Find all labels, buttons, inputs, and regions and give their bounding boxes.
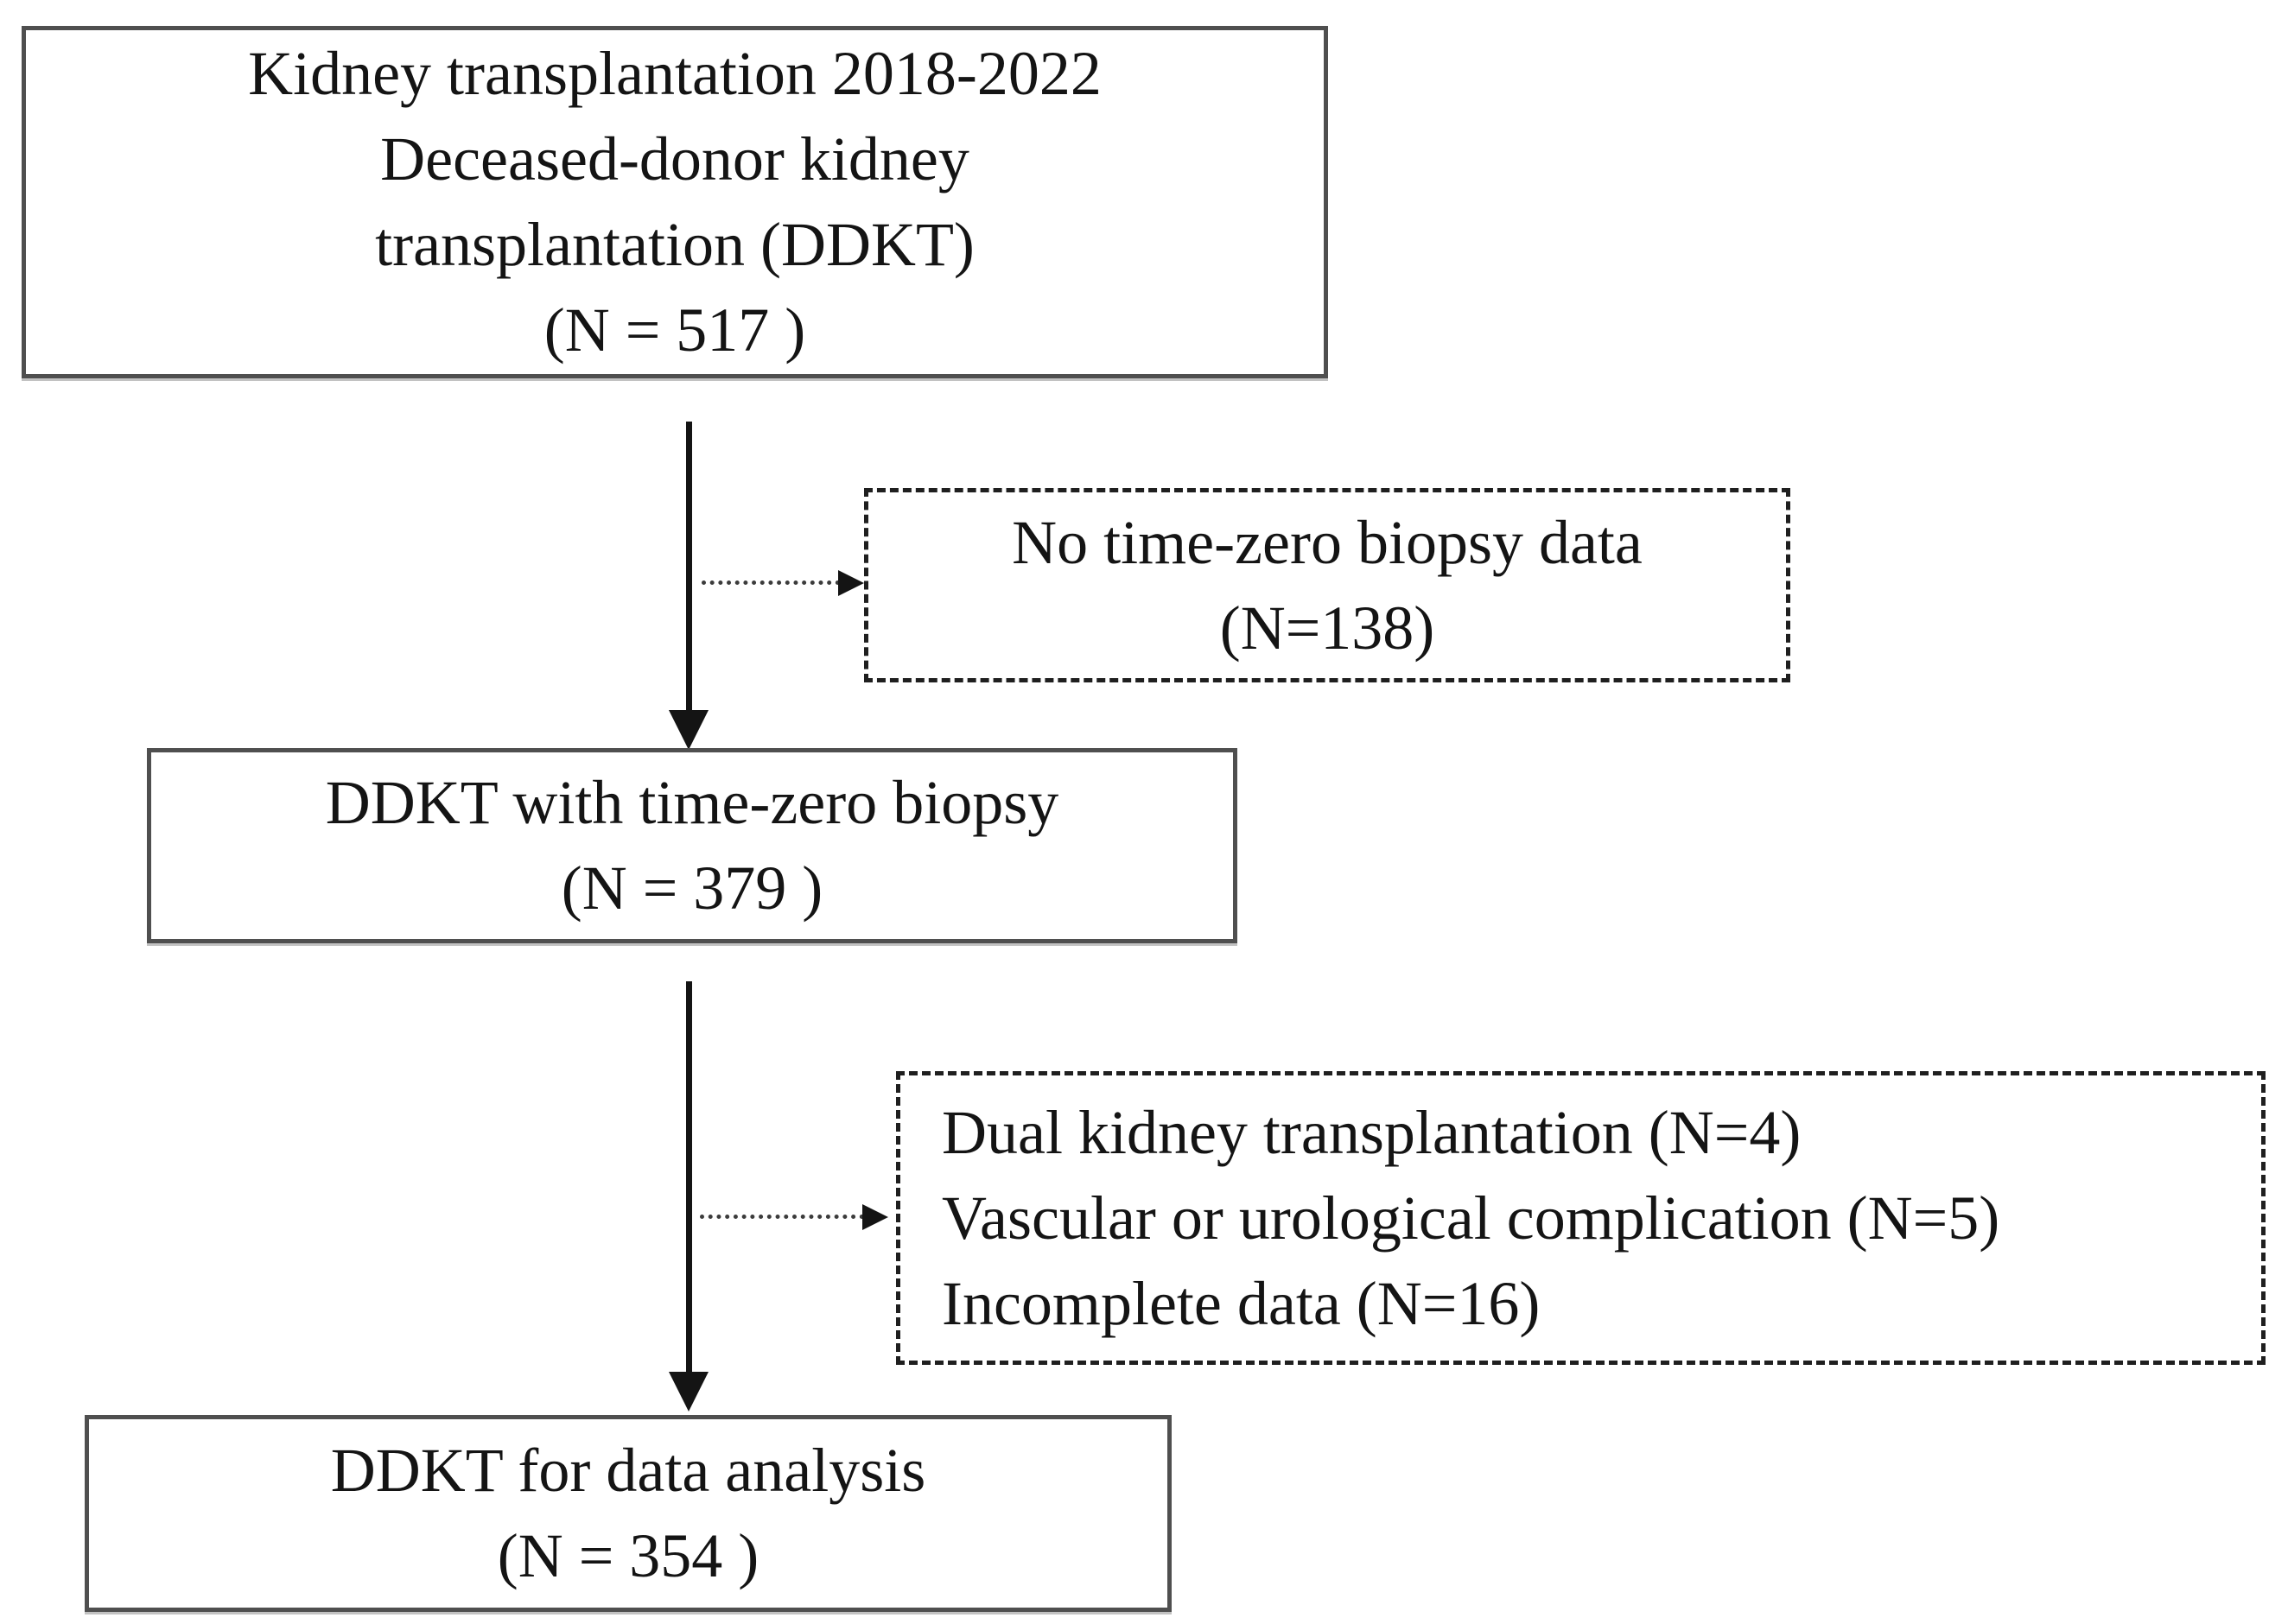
- source-count: (N = 517 ): [543, 295, 806, 365]
- source-population-box: Kidney transplantation 2018-2022 Decease…: [22, 26, 1328, 378]
- cohort-line-1: DDKT with time-zero biopsy: [325, 768, 1059, 837]
- exclusion-arrow-2-shaft: [700, 1215, 864, 1219]
- exclusion1-line-1: No time-zero biopsy data: [1012, 507, 1643, 577]
- source-line-2: Deceased-donor kidney: [380, 124, 969, 193]
- exclusion2-line-1: Dual kidney transplantation (N=4): [942, 1097, 1802, 1167]
- exclusion-arrow-2-head: [862, 1204, 888, 1230]
- exclusion2-line-3: Incomplete data (N=16): [942, 1268, 1541, 1338]
- exclusion2-line-2: Vascular or urological complication (N=5…: [942, 1183, 2000, 1253]
- final-line-1: DDKT for data analysis: [330, 1436, 926, 1505]
- source-line-1: Kidney transplantation 2018-2022: [248, 39, 1102, 108]
- cohort-box: DDKT with time-zero biopsy (N = 379 ): [147, 748, 1237, 943]
- final-analysis-box: DDKT for data analysis (N = 354 ): [85, 1415, 1172, 1612]
- down-arrow-2-head: [669, 1372, 709, 1411]
- down-arrow-2-shaft: [686, 981, 692, 1372]
- down-arrow-1-head: [669, 710, 709, 750]
- source-line-3: transplantation (DDKT): [375, 210, 975, 279]
- exclusion1-count: (N=138): [1219, 593, 1435, 663]
- final-count: (N = 354 ): [497, 1521, 759, 1590]
- exclusion-arrow-1-head: [838, 570, 864, 596]
- exclusion-box-2: Dual kidney transplantation (N=4) Vascul…: [896, 1071, 2266, 1365]
- exclusion-box-1: No time-zero biopsy data (N=138): [864, 488, 1790, 682]
- cohort-count: (N = 379 ): [561, 853, 823, 923]
- down-arrow-1-shaft: [686, 422, 692, 712]
- exclusion-arrow-1-shaft: [702, 580, 840, 585]
